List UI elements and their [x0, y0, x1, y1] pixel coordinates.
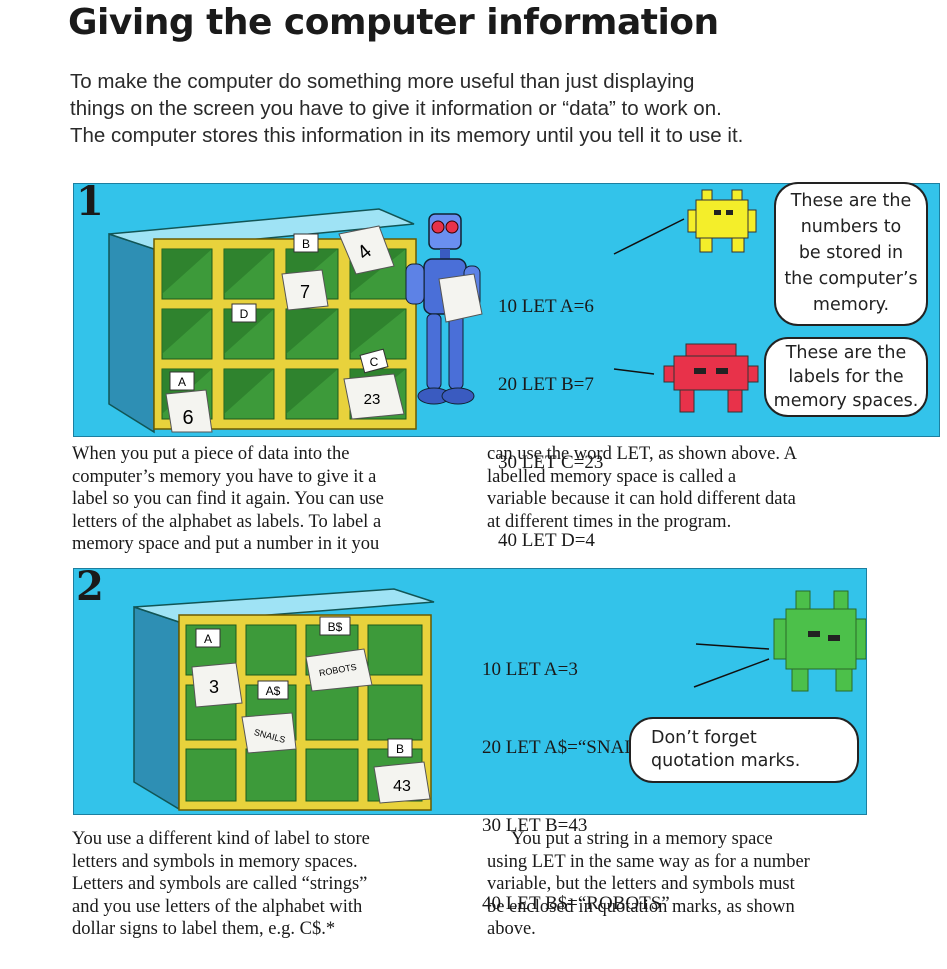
svg-text:A: A: [178, 375, 186, 389]
label-card-d: D: [231, 303, 257, 323]
bubble-line: memory spaces.: [773, 391, 919, 411]
text-line: can use the word LET, as shown above. A: [487, 444, 797, 464]
bubble-line: These are the: [785, 343, 907, 363]
pointer-line: [695, 643, 770, 650]
bubble-line: numbers to: [800, 217, 902, 237]
text-line: variable, but the letters and symbols mu…: [487, 874, 795, 894]
code-line: 40 LET B$=“ROBOTS”: [482, 893, 670, 914]
text-line: labelled memory space is called a: [487, 466, 737, 487]
panel-number: 2: [76, 563, 104, 610]
bubble-line: These are the: [790, 191, 912, 211]
svg-text:C: C: [370, 355, 379, 369]
green-alien-icon: [773, 590, 866, 692]
intro-paragraph: To make the computer do something more u…: [70, 68, 870, 149]
text-line: be enclosed in quotation marks, as shown: [487, 896, 795, 917]
speech-bubble-numbers: These are the numbers to be stored in th…: [774, 182, 928, 326]
text-line: Letters and symbols are called “strings”: [72, 874, 368, 894]
label-card-a: A: [169, 371, 195, 391]
code-line: 30 LET C=23: [498, 452, 604, 473]
text-line: memory space and put a number in it you: [72, 534, 380, 554]
pointer-line: [613, 218, 685, 255]
code-line: 40 LET D=4: [498, 530, 595, 551]
code-line: 30 LET B=43: [482, 815, 588, 836]
text-line: above.: [487, 919, 536, 939]
memory-shelf-illustration: B D A C 7 4 6 23: [108, 208, 483, 434]
code-line: 10 LET A=6: [498, 296, 594, 317]
aliens-illustration: [613, 189, 759, 413]
text-line: dollar signs to label them, e.g. C$.*: [72, 919, 336, 939]
text-1-right: can use the word LET, as shown above. A …: [487, 443, 907, 533]
red-alien-icon: [663, 343, 759, 413]
bubble-line: memory.: [812, 295, 890, 315]
code-listing-1: 10 LET A=6 20 LET B=7 30 LET C=23 40 LET…: [498, 242, 603, 606]
text-line: letters of the alphabet as labels. To la…: [72, 511, 382, 532]
pointer-line: [613, 368, 655, 375]
paper-four: 4: [338, 225, 395, 275]
yellow-alien-icon: [687, 189, 757, 253]
paper-three: 3: [191, 662, 243, 708]
bubble-line: labels for the: [788, 367, 904, 387]
text-line: at different times in the program.: [487, 511, 732, 532]
svg-text:B$: B$: [328, 620, 343, 634]
memory-shelf-illustration: A B$ 3 A$ ROBOTS SNAILS B 43: [133, 588, 435, 811]
label-card-a: A: [195, 628, 221, 648]
label-card-a-dollar: A$: [257, 680, 289, 700]
robot-figure: [405, 213, 483, 405]
svg-text:D: D: [240, 307, 249, 321]
text-2-right: You put a string in a memory space using…: [487, 828, 917, 941]
paper-twentythree: 23: [343, 373, 405, 420]
panel-1-illustration: 1 B D A C 7 4 6 23: [73, 178, 940, 551]
svg-text:B: B: [396, 742, 404, 756]
page-title: Giving the computer information: [68, 2, 719, 43]
svg-text:B: B: [302, 237, 310, 251]
panel-number: 1: [76, 178, 104, 225]
bubble-line: quotation marks.: [651, 751, 801, 771]
svg-text:3: 3: [209, 677, 219, 697]
speech-bubble-labels: These are the labels for the memory spac…: [764, 337, 928, 417]
text-line: computer’s memory you have to give it a: [72, 466, 377, 487]
paper-fortythree: 43: [373, 761, 431, 804]
paper-six: 6: [165, 389, 213, 433]
panel-2-illustration: 2 A B$ 3 A$ ROBOTS SNAILS B 43 10 LET A=…: [73, 563, 867, 914]
bubble-line: the computer’s: [784, 269, 918, 289]
intro-line: The computer stores this information in …: [70, 124, 744, 147]
svg-text:7: 7: [300, 282, 310, 302]
green-alien-illustration: [693, 590, 866, 692]
label-card-b: B: [293, 233, 319, 253]
text-1-left: When you put a piece of data into the co…: [72, 443, 472, 556]
bubble-line: be stored in: [798, 243, 904, 263]
paper-snails: SNAILS: [241, 712, 297, 754]
code-line: 10 LET A=3: [482, 659, 578, 680]
text-line: label so you can find it again. You can …: [72, 489, 384, 509]
svg-text:A: A: [204, 632, 212, 646]
intro-line: things on the screen you have to give it…: [70, 97, 722, 120]
svg-text:23: 23: [364, 391, 381, 408]
bubble-line: Don’t forget: [651, 728, 757, 748]
code-listing-2: 10 LET A=3 20 LET A$=“SNAILS” 30 LET B=4…: [482, 605, 670, 969]
svg-text:A$: A$: [266, 684, 281, 698]
text-line: When you put a piece of data into the: [72, 444, 350, 464]
svg-text:6: 6: [182, 407, 193, 429]
svg-text:43: 43: [393, 778, 411, 795]
text-2-left: You use a different kind of label to sto…: [72, 828, 472, 941]
text-line: You put a string in a memory space: [511, 829, 773, 849]
pointer-line: [693, 658, 770, 688]
intro-line: To make the computer do something more u…: [70, 70, 695, 93]
text-line: using LET in the same way as for a numbe…: [487, 851, 810, 872]
label-card-b: B: [387, 738, 413, 758]
text-line: You use a different kind of label to sto…: [72, 829, 370, 849]
label-card-c: C: [359, 348, 389, 374]
paper-robots: ROBOTS: [305, 648, 373, 692]
text-line: letters and symbols in memory spaces.: [72, 851, 358, 872]
text-line: and you use letters of the alphabet with: [72, 896, 363, 917]
paper-seven: 7: [281, 269, 329, 311]
code-line: 20 LET B=7: [498, 374, 594, 395]
text-line: variable because it can hold different d…: [487, 489, 796, 509]
shelf-side: [108, 232, 155, 434]
label-card-b-dollar: B$: [319, 616, 351, 636]
speech-bubble-quotes: Don’t forget quotation marks.: [629, 717, 859, 783]
